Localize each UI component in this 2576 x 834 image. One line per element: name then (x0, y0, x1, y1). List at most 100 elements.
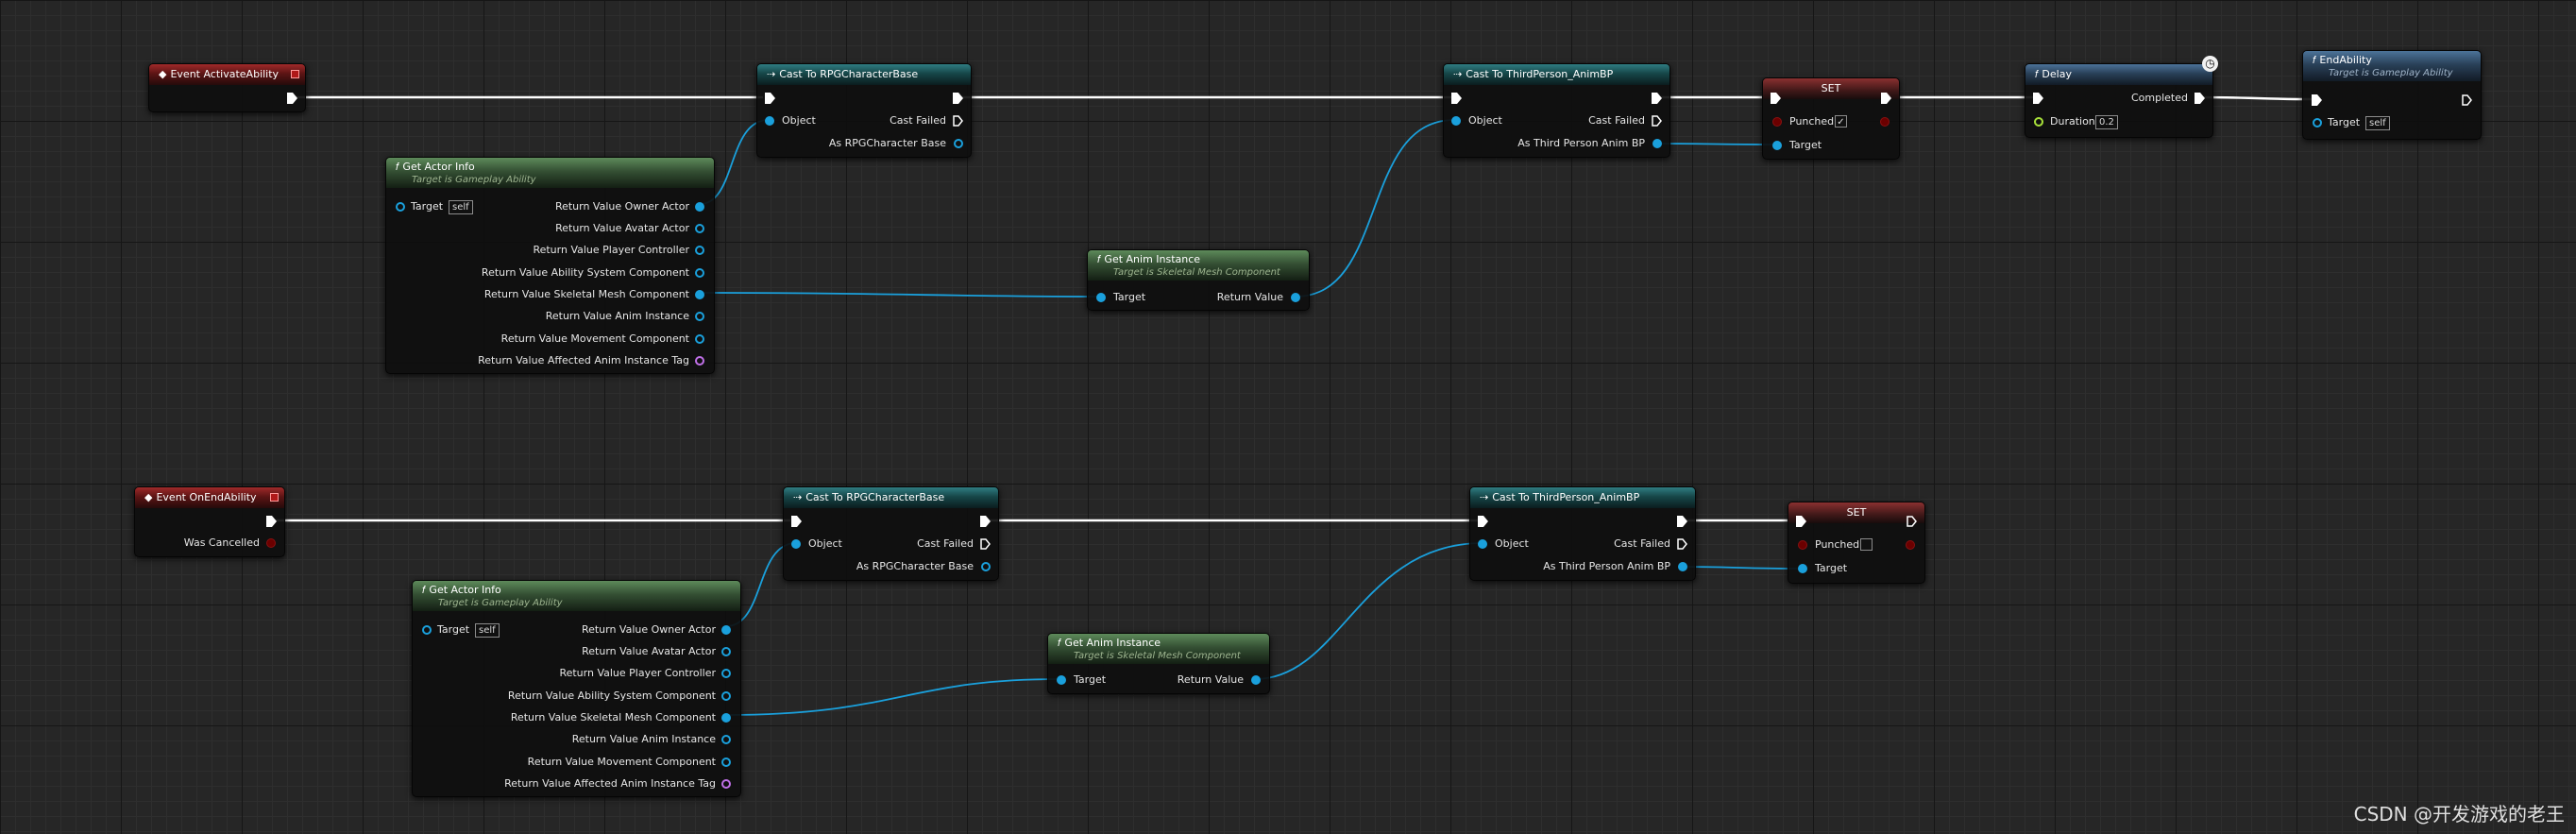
exec-in-pin[interactable] (1771, 93, 1781, 104)
cast-failed-pin[interactable] (1677, 538, 1687, 550)
target-pin[interactable] (2313, 118, 2322, 128)
output-pin[interactable] (695, 356, 704, 366)
output-pin[interactable] (721, 713, 731, 723)
completed-pin[interactable] (2195, 93, 2205, 104)
object-pin[interactable] (1451, 116, 1461, 126)
object-pin[interactable] (791, 539, 801, 549)
node-header: ⇢Cast To RPGCharacterBase (784, 487, 998, 508)
was-cancelled-pin[interactable] (266, 538, 276, 548)
output-pin[interactable] (721, 735, 731, 744)
node-subtitle: Target is Skeletal Mesh Component (1074, 651, 1241, 661)
cast-failed-pin[interactable] (953, 115, 963, 127)
cast-failed-pin[interactable] (1652, 115, 1662, 127)
self-value[interactable]: self (449, 200, 473, 214)
event-activate-ability-node[interactable]: ◆Event ActivateAbility (148, 63, 306, 112)
as-output-pin[interactable] (981, 562, 991, 571)
output-label: Return Value Affected Anim Instance Tag (504, 777, 716, 790)
event-diamond-icon: ◆ (144, 491, 153, 503)
output-pin[interactable] (721, 691, 731, 701)
node-title: Get Actor Info (429, 584, 501, 596)
cast-to-rpgcharacterbase-node[interactable]: ⇢Cast To RPGCharacterBase Object Cast Fa… (756, 63, 972, 158)
output-pin[interactable] (721, 779, 731, 789)
node-title: Cast To RPGCharacterBase (805, 491, 945, 503)
delegate-pin[interactable] (270, 493, 279, 502)
output-pin[interactable] (721, 669, 731, 678)
target-label: Target (1815, 562, 1848, 574)
exec-out-pin[interactable] (1907, 516, 1917, 527)
target-pin[interactable] (1096, 293, 1106, 302)
as-output-pin[interactable] (954, 139, 963, 148)
punched-checkbox[interactable] (1860, 538, 1873, 551)
target-pin[interactable] (1772, 141, 1782, 150)
exec-out-pin[interactable] (1677, 516, 1687, 527)
target-pin[interactable] (1057, 675, 1066, 685)
output-pin[interactable] (695, 246, 704, 255)
exec-out-pin[interactable] (980, 516, 991, 527)
target-pin[interactable] (396, 202, 405, 212)
output-pin[interactable] (721, 625, 731, 635)
exec-in-pin[interactable] (1478, 516, 1488, 527)
object-pin[interactable] (765, 116, 774, 126)
delegate-pin[interactable] (291, 70, 299, 78)
exec-in-pin[interactable] (765, 93, 775, 104)
as-output-label: As RPGCharacter Base (828, 137, 946, 149)
exec-out-pin[interactable] (953, 93, 963, 104)
self-value[interactable]: self (475, 623, 500, 638)
as-output-pin[interactable] (1678, 562, 1687, 571)
target-pin[interactable] (422, 625, 432, 635)
target-pin[interactable] (1798, 564, 1807, 573)
punched-in-pin[interactable] (1798, 540, 1807, 550)
output-pin[interactable] (721, 647, 731, 656)
punched-out-pin[interactable] (1880, 117, 1890, 127)
exec-out-pin[interactable] (1881, 93, 1891, 104)
duration-pin[interactable] (2034, 117, 2043, 127)
punched-checkbox[interactable]: ✓ (1835, 115, 1847, 128)
cast-to-rpgcharacterbase-node[interactable]: ⇢Cast To RPGCharacterBase Object Cast Fa… (783, 486, 999, 581)
output-label: Return Value Skeletal Mesh Component (510, 711, 716, 723)
return-value-pin[interactable] (1291, 293, 1300, 302)
cast-failed-pin[interactable] (980, 538, 991, 550)
output-pin[interactable] (695, 334, 704, 344)
target-label: Target (2328, 116, 2361, 128)
exec-in-pin[interactable] (2312, 94, 2322, 106)
set-punched-node[interactable]: SET Punched Target (1788, 502, 1925, 584)
object-pin[interactable] (1478, 539, 1487, 549)
self-value[interactable]: self (2365, 116, 2390, 130)
punched-in-pin[interactable] (1772, 117, 1782, 127)
exec-out-pin[interactable] (2462, 94, 2472, 106)
exec-wire (2199, 95, 2314, 101)
object-label: Object (1468, 114, 1502, 127)
punched-out-pin[interactable] (1906, 540, 1915, 550)
duration-value[interactable]: 0.2 (2095, 115, 2118, 129)
exec-in-pin[interactable] (1796, 516, 1806, 527)
set-punched-node[interactable]: SET Punched ✓ Target (1762, 77, 1900, 160)
output-pin[interactable] (695, 202, 704, 212)
cast-failed-label: Cast Failed (890, 114, 946, 127)
output-pin[interactable] (721, 757, 731, 767)
exec-out-pin[interactable] (1652, 93, 1662, 104)
exec-out-pin[interactable] (266, 516, 277, 527)
output-pin[interactable] (695, 290, 704, 299)
exec-in-pin[interactable] (2033, 93, 2043, 104)
output-label: Return Value Ability System Component (481, 266, 689, 279)
cast-to-thirdperson-animbp-node[interactable]: ⇢Cast To ThirdPerson_AnimBP Object Cast … (1469, 486, 1696, 581)
output-pin[interactable] (695, 224, 704, 233)
exec-in-pin[interactable] (791, 516, 802, 527)
exec-out-pin[interactable] (287, 93, 297, 104)
return-value-pin[interactable] (1251, 675, 1261, 685)
object-wire (1677, 566, 1802, 570)
cast-arrows-icon: ⇢ (767, 68, 776, 80)
as-output-pin[interactable] (1652, 139, 1662, 148)
output-pin[interactable] (695, 268, 704, 278)
exec-in-pin[interactable] (1451, 93, 1462, 104)
output-pin[interactable] (695, 312, 704, 321)
cast-to-thirdperson-animbp-node[interactable]: ⇢Cast To ThirdPerson_AnimBP Object Cast … (1443, 63, 1670, 158)
event-on-end-ability-node[interactable]: ◆Event OnEndAbility Was Cancelled (134, 486, 285, 557)
